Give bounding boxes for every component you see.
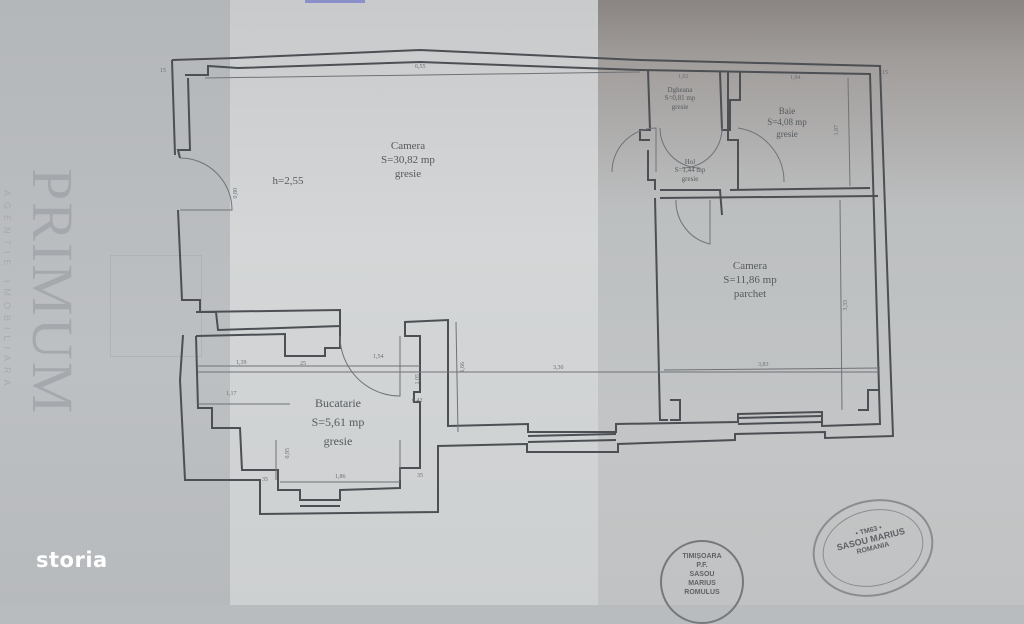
dimension-kitchen-d: 1,86: [335, 474, 346, 480]
ceiling-height: h=2,55: [272, 175, 304, 187]
room-name: Camera: [390, 140, 426, 152]
room-area: S=1,44 mp: [674, 166, 706, 175]
dimension-wall-15-right: 15: [882, 70, 888, 76]
stamp-text: MARIUS: [688, 580, 716, 587]
dimension-top-small-1: 1,02: [678, 74, 689, 80]
room-floor: gresie: [323, 434, 353, 449]
dimension-kitchen-f: 1,05: [415, 374, 421, 385]
dimension-bedroom-width: 3,83: [758, 362, 769, 368]
stamp-text: SASOU: [689, 571, 715, 578]
room-label-dgheana: Dgheana S=0,81 mp gresie: [650, 86, 710, 111]
dimension-door: 0,80: [233, 188, 239, 199]
stamp-text: P.F.: [696, 562, 708, 569]
top-edge-strip: [305, 0, 365, 3]
dimension-kitchen-c: 1,17: [226, 391, 237, 397]
dimension-kitchen-h: 1,66: [460, 362, 466, 373]
room-name: Bucatarie: [315, 396, 361, 410]
floor-plan-drawing: [171, 48, 895, 516]
room-floor: parchet: [733, 287, 767, 300]
room-floor: gresie: [681, 174, 699, 183]
stamp-text: ROMULUS: [684, 589, 720, 596]
dimension-wall-15-left: 15: [160, 68, 166, 74]
room-label-baie: Baie S=4,08 mp gresie: [752, 106, 822, 140]
stamp-timisoara: TIMIȘOARA P.F. SASOU MARIUS ROMULUS: [660, 540, 744, 624]
room-area: S=0,81 mp: [664, 94, 696, 103]
paper-right-shadow: [598, 0, 1024, 210]
dimension-wall-35-left: 35: [262, 477, 268, 483]
dimension-top-small-2: 1,84: [790, 75, 801, 81]
room-floor: gresie: [776, 128, 798, 139]
dimension-kitchen-b: 1,54: [373, 354, 384, 360]
room-label-camera-main: Camera S=30,82 mp gresie: [358, 140, 458, 181]
watermark-primum: PRIMUM: [20, 168, 85, 416]
dimension-top-main: 6,55: [415, 64, 426, 70]
dimension-kitchen-a: 1,39: [236, 360, 247, 366]
paper-right-fold: [598, 210, 1024, 605]
dimension-bedroom-height: 3,33: [843, 300, 849, 311]
stamp-text: TIMIȘOARA: [682, 553, 722, 560]
room-label-camera-bedroom: Camera S=11,86 mp parchet: [700, 260, 800, 301]
dimension-kitchen-e: 0,42: [412, 398, 423, 404]
dimension-bath-height: 1,87: [834, 125, 840, 136]
dimension-kitchen-g: 0,95: [285, 448, 291, 459]
dimension-hall-width: 3,30: [553, 365, 564, 371]
room-name: Dgheana: [667, 86, 693, 94]
room-area: S=5,61 mp: [311, 415, 365, 430]
dimension-wall-25: 25: [300, 361, 306, 367]
room-name: Camera: [732, 260, 768, 272]
watermark-subtitle: AGENTIE IMOBILIARA: [2, 190, 12, 392]
paper-left-fold: [0, 0, 230, 605]
dimension-wall-35-right: 35: [417, 473, 423, 479]
room-area: S=4,08 mp: [767, 117, 807, 128]
room-area: S=30,82 mp: [381, 153, 435, 166]
room-area: S=11,86 mp: [723, 273, 777, 286]
room-name: Hol: [684, 158, 696, 166]
room-name: Baie: [778, 106, 796, 116]
room-floor: gresie: [394, 167, 422, 180]
watermark-logo-box: [110, 255, 202, 357]
storia-logo: storia: [36, 548, 108, 572]
room-label-bucatarie: Bucatarie S=5,61 mp gresie: [288, 394, 388, 452]
room-label-hol: Hol S=1,44 mp gresie: [660, 158, 720, 183]
room-floor: gresie: [671, 102, 689, 111]
paper-middle-fold: [230, 0, 598, 605]
